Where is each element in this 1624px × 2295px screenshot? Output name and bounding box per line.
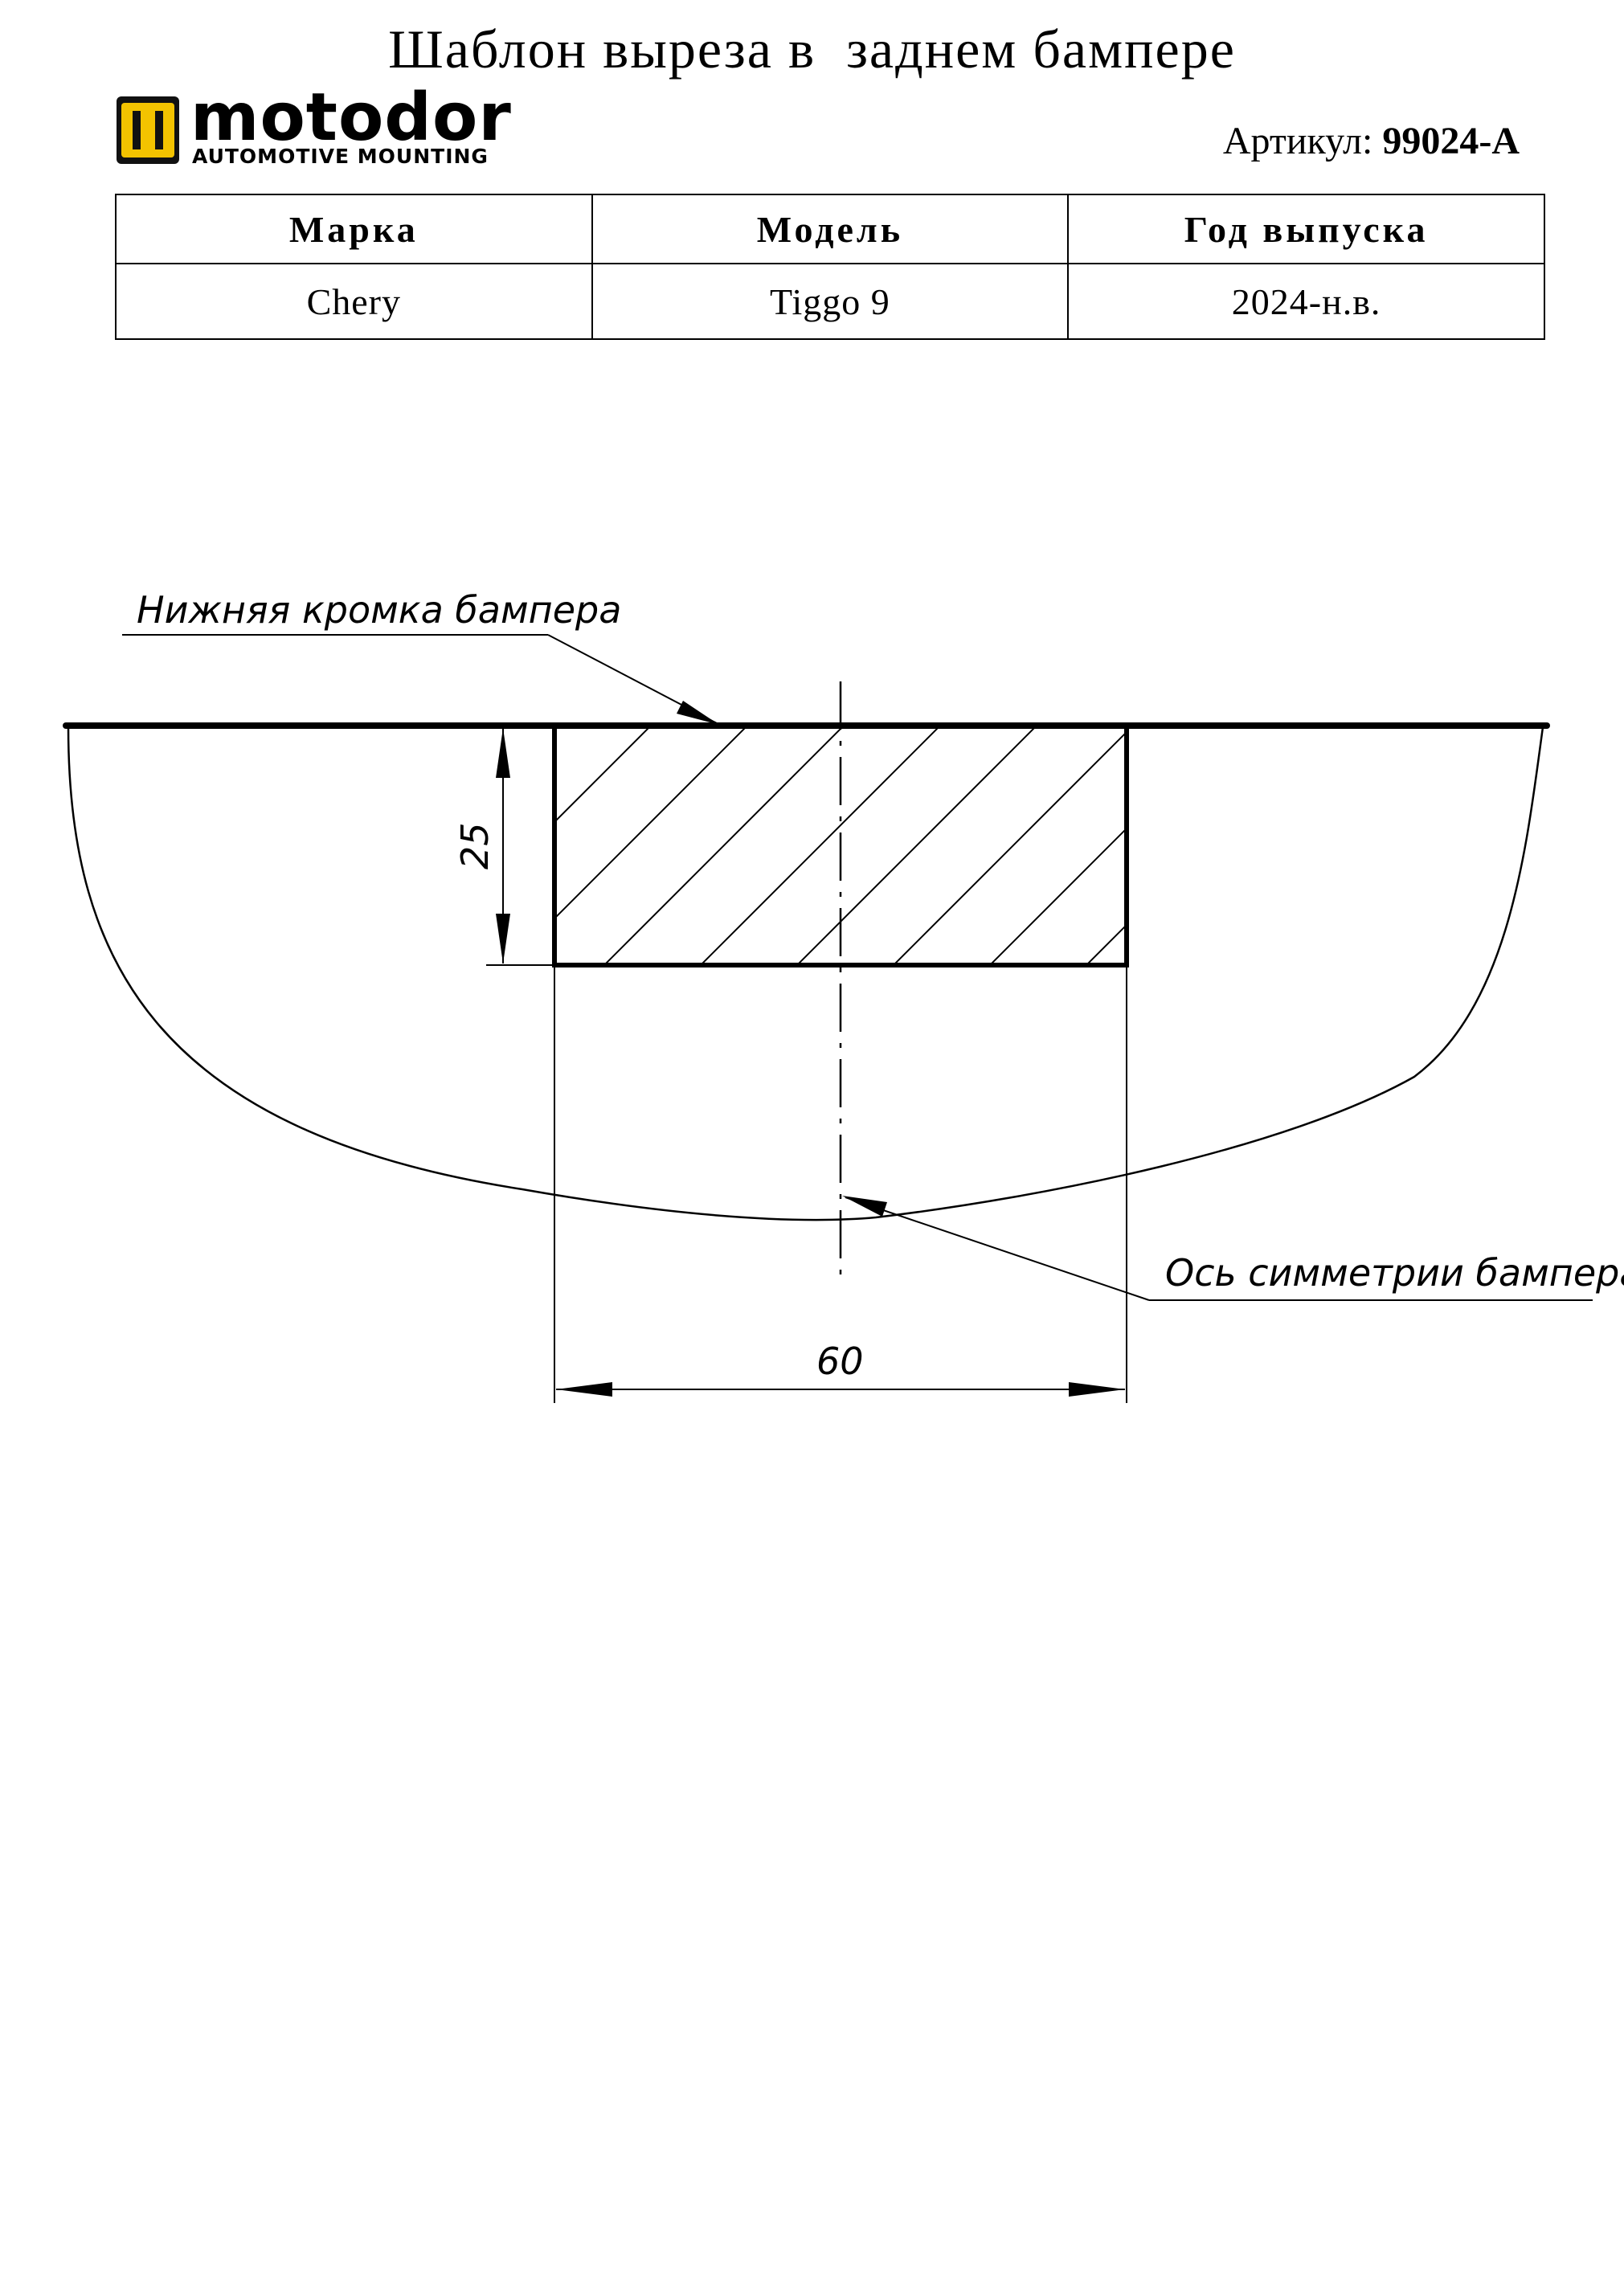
edge-label: Нижняя кромка бампера (137, 588, 621, 632)
logo-wordmark: motodor (190, 80, 512, 156)
logo-m-icon (117, 96, 179, 164)
table-row: Chery Tiggo 9 2024-н.в. (115, 263, 1545, 340)
width-dimension-label: 60 (816, 1340, 864, 1383)
header-brand: Марка (115, 194, 593, 264)
header-year: Год выпуска (1067, 194, 1545, 264)
article-label: Артикул: (1222, 120, 1373, 162)
height-arrow-bottom (496, 914, 510, 963)
cell-model: Tiggo 9 (591, 263, 1070, 340)
header-model: Модель (591, 194, 1070, 264)
article-value: 99024-A (1382, 120, 1520, 162)
width-arrow-right (1069, 1382, 1125, 1397)
vehicle-spec-table: Марка Модель Год выпуска Chery Tiggo 9 2… (115, 194, 1545, 340)
logo-tagline: AUTOMOTIVE MOUNTING (192, 145, 489, 168)
cutout-hatching (554, 726, 1127, 965)
bumper-outline (67, 726, 1544, 1221)
page-title: Шаблон выреза в заднем бампере (388, 18, 1236, 80)
table-header-row: Марка Модель Год выпуска (115, 194, 1545, 264)
axis-leader-arrow (842, 1196, 887, 1217)
axis-label: Ось симметрии бампера (1165, 1251, 1624, 1295)
article-number: Артикул: 99024-A (1223, 119, 1520, 163)
width-arrow-left (556, 1382, 612, 1397)
edge-leader-arrow (677, 701, 719, 725)
height-arrow-top (496, 728, 510, 778)
cell-brand: Chery (115, 263, 593, 340)
height-dimension-label: 25 (453, 822, 497, 869)
axis-leader-line (845, 1197, 1150, 1301)
brand-logo: motodor AUTOMOTIVE MOUNTING (117, 85, 583, 171)
cell-year: 2024-н.в. (1067, 263, 1545, 340)
